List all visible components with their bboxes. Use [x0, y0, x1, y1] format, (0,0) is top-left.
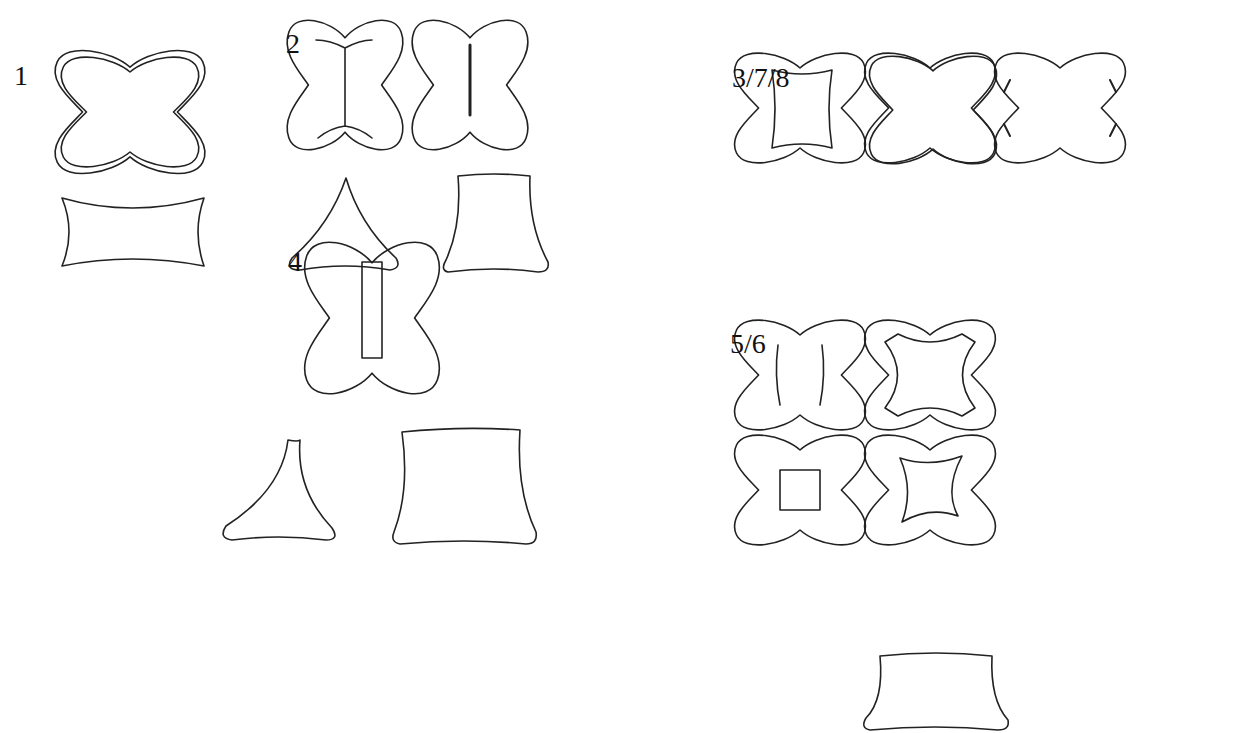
figure-number: 4 — [288, 248, 302, 276]
cross-section — [995, 53, 1126, 163]
side-profile — [289, 178, 398, 270]
cross-section — [412, 20, 528, 150]
cross-section — [55, 51, 205, 174]
cross-section — [287, 20, 403, 150]
ridge-line — [776, 345, 823, 405]
inner-outline — [61, 57, 199, 167]
cross-section — [305, 242, 440, 394]
figure-number: 2 — [286, 30, 300, 58]
ridge-line — [316, 40, 372, 138]
ridge-line — [469, 45, 472, 115]
inner-square — [780, 470, 820, 510]
side-profile — [393, 428, 536, 544]
cross-section — [865, 435, 996, 545]
inner-outline — [900, 456, 962, 522]
inner-outline — [869, 56, 996, 164]
side-profile — [62, 198, 204, 266]
inner-outline — [885, 334, 975, 416]
figure-number: 3/7/8 — [732, 64, 790, 92]
side-profile — [443, 174, 548, 272]
edge-dash — [1004, 80, 1116, 136]
cross-section — [735, 435, 866, 545]
inner-slit — [362, 262, 382, 358]
cross-section — [865, 320, 996, 430]
side-profile — [223, 440, 335, 540]
side-profile — [864, 653, 1009, 730]
figure-number: 5/6 — [730, 330, 766, 358]
figure-number: 1 — [14, 62, 28, 90]
